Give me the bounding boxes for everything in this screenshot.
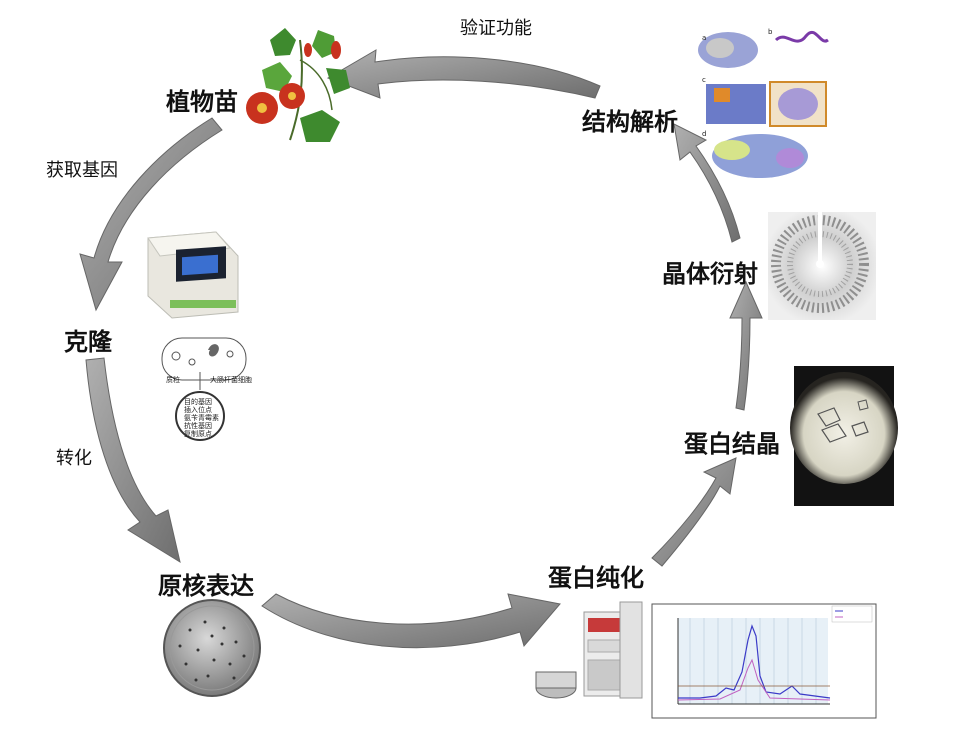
arrow-transform <box>85 357 181 564</box>
stage-label-plant: 植物苗 <box>166 88 238 116</box>
panel-label-b: b <box>768 28 773 36</box>
ecoli-label: 大肠杆菌细胞 <box>210 375 252 384</box>
arrow-get-gene <box>79 117 223 312</box>
thermocycler-image <box>147 231 239 319</box>
ring-label-0: 目的基因 <box>184 397 212 406</box>
plant-illustration <box>246 28 350 142</box>
arrow-diffraction-to-structure <box>673 123 741 243</box>
diffraction-pattern-image <box>768 212 876 320</box>
panel-label-a: a <box>702 34 706 42</box>
plasmid-label: 质粒 <box>166 375 180 384</box>
stage-label-purification: 蛋白纯化 <box>548 564 644 592</box>
chromatogram-plot <box>651 603 877 719</box>
protein-crystal-image <box>790 366 898 506</box>
step-label-verify: 验证功能 <box>460 18 532 39</box>
step-label-transform: 转化 <box>56 448 92 469</box>
step-label-get-gene: 获取基因 <box>46 160 118 181</box>
stage-label-diffraction: 晶体衍射 <box>662 260 758 288</box>
structure-panels-image: a b c d <box>698 28 829 178</box>
fplc-system-image <box>535 601 643 699</box>
stage-label-expression: 原核表达 <box>158 572 254 600</box>
arrow-verify-function <box>326 49 601 99</box>
panel-label-c: c <box>702 76 706 84</box>
ring-label-2: 氨苄青霉素 <box>184 413 219 422</box>
panel-label-d: d <box>702 130 706 138</box>
stage-label-clone: 克隆 <box>64 328 112 356</box>
ring-label-4: 复制原点 <box>184 429 212 438</box>
stage-label-structure: 结构解析 <box>582 108 678 136</box>
arrow-purification-to-crystal <box>651 457 737 567</box>
petri-plate-image <box>163 599 261 697</box>
plasmid-schematic: 质粒 大肠杆菌细胞 目的基因 插入位点 氨苄青霉素 抗性基因 复制原点 <box>161 337 252 441</box>
arrow-crystal-to-diffraction <box>729 280 763 411</box>
ring-label-1: 插入位点 <box>184 405 212 414</box>
ring-label-3: 抗性基因 <box>184 421 212 430</box>
arrow-expression-to-purification <box>261 593 561 649</box>
stage-label-crystal: 蛋白结晶 <box>684 430 780 458</box>
